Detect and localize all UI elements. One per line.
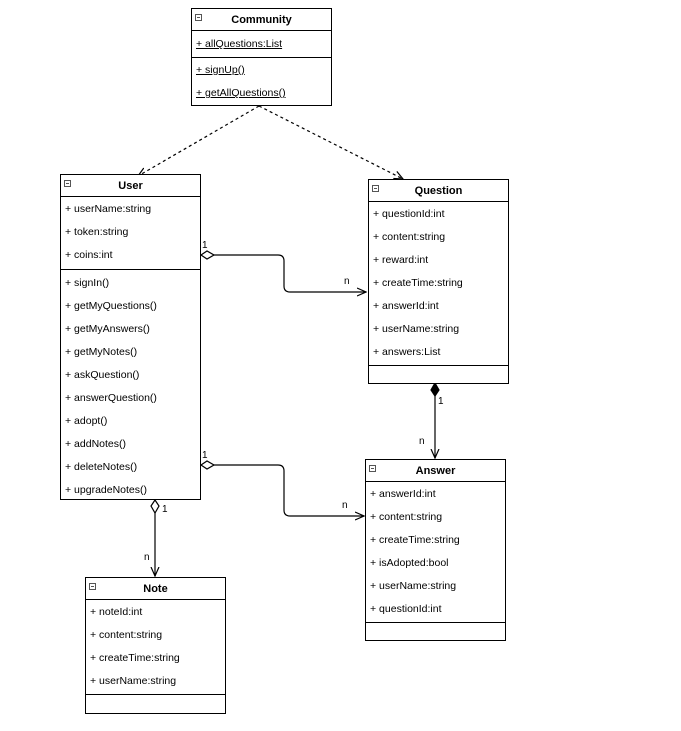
mult-user-question-target: n [344, 276, 350, 287]
attributes-section: + answerId:int + content:string + create… [366, 482, 505, 623]
method: + getMyAnswers() [65, 323, 150, 335]
mult-user-note-target: n [144, 552, 150, 563]
attribute: + answerId:int [373, 300, 439, 312]
class-header: Community [192, 9, 331, 31]
collapse-icon[interactable] [89, 583, 96, 590]
mult-user-note-source: 1 [162, 504, 168, 515]
method: + answerQuestion() [65, 392, 157, 404]
attribute: + userName:string [373, 323, 460, 335]
method: + getMyNotes() [65, 346, 138, 358]
class-header: Note [86, 578, 225, 600]
method: + upgradeNotes() [65, 484, 148, 496]
methods-section: + signUp() + getAllQuestions() [192, 58, 331, 105]
aggregation-user-answer [214, 464, 364, 516]
methods-section: + signIn() + getMyQuestions() + getMyAns… [61, 270, 200, 502]
mult-question-answer-target: n [419, 436, 425, 447]
mult-user-question-source: 1 [202, 240, 208, 251]
attribute: + questionId:int [373, 208, 445, 220]
class-name: Community [231, 14, 292, 26]
collapse-icon[interactable] [369, 465, 376, 472]
attribute: + userName:string [370, 580, 457, 592]
attribute: + token:string [65, 226, 129, 238]
collapse-icon[interactable] [372, 185, 379, 192]
attribute: + questionId:int [370, 603, 442, 615]
attribute: + isAdopted:bool [370, 557, 449, 569]
dependency-community-user [138, 105, 260, 176]
attribute: + allQuestions:List [196, 38, 283, 50]
method: + getMyQuestions() [65, 300, 157, 312]
class-header: Question [369, 180, 508, 202]
method: + getAllQuestions() [196, 87, 286, 99]
attribute: + reward:int [373, 254, 429, 266]
attribute: + createTime:string [370, 534, 460, 546]
attribute: + userName:string [90, 675, 177, 687]
attribute: + coins:int [65, 249, 113, 261]
class-question[interactable]: Question + questionId:int + content:stri… [368, 179, 509, 384]
aggregation-user-question [214, 254, 366, 292]
attribute: + createTime:string [373, 277, 463, 289]
attribute: + answers:List [373, 346, 441, 358]
class-name: Answer [415, 465, 456, 477]
mult-user-answer-source: 1 [202, 450, 208, 461]
class-name: User [118, 180, 143, 192]
mult-question-answer-source: 1 [438, 396, 444, 407]
attributes-section: + allQuestions:List [192, 31, 331, 58]
attribute: + content:string [373, 231, 446, 243]
class-user[interactable]: User + userName:string + token:string + … [60, 174, 201, 500]
method: + deleteNotes() [65, 461, 138, 473]
aggregation-diamond-user-question [199, 250, 216, 260]
attribute: + content:string [90, 629, 163, 641]
aggregation-diamond-user-answer [199, 460, 216, 470]
collapse-icon[interactable] [195, 14, 202, 21]
method: + signUp() [196, 64, 245, 76]
attribute: + answerId:int [370, 488, 436, 500]
class-name: Note [143, 583, 168, 595]
class-community[interactable]: Community + allQuestions:List + signUp()… [191, 8, 332, 106]
composition-diamond-question-answer [430, 381, 440, 398]
class-header: Answer [366, 460, 505, 482]
method: + signIn() [65, 277, 110, 289]
class-answer[interactable]: Answer + answerId:int + content:string +… [365, 459, 506, 641]
attribute: + createTime:string [90, 652, 180, 664]
method: + askQuestion() [65, 369, 140, 381]
method: + adopt() [65, 415, 108, 427]
attributes-section: + userName:string + token:string + coins… [61, 197, 200, 270]
attribute: + noteId:int [90, 606, 143, 618]
attribute: + userName:string [65, 203, 152, 215]
attribute: + content:string [370, 511, 443, 523]
mult-user-answer-target: n [342, 500, 348, 511]
attributes-section: + noteId:int + content:string + createTi… [86, 600, 225, 695]
method: + addNotes() [65, 438, 126, 450]
attributes-section: + questionId:int + content:string + rewa… [369, 202, 508, 366]
class-header: User [61, 175, 200, 197]
collapse-icon[interactable] [64, 180, 71, 187]
dependency-community-question [258, 105, 403, 179]
class-name: Question [414, 185, 463, 197]
class-note[interactable]: Note + noteId:int + content:string + cre… [85, 577, 226, 714]
aggregation-diamond-user-note [150, 498, 160, 515]
